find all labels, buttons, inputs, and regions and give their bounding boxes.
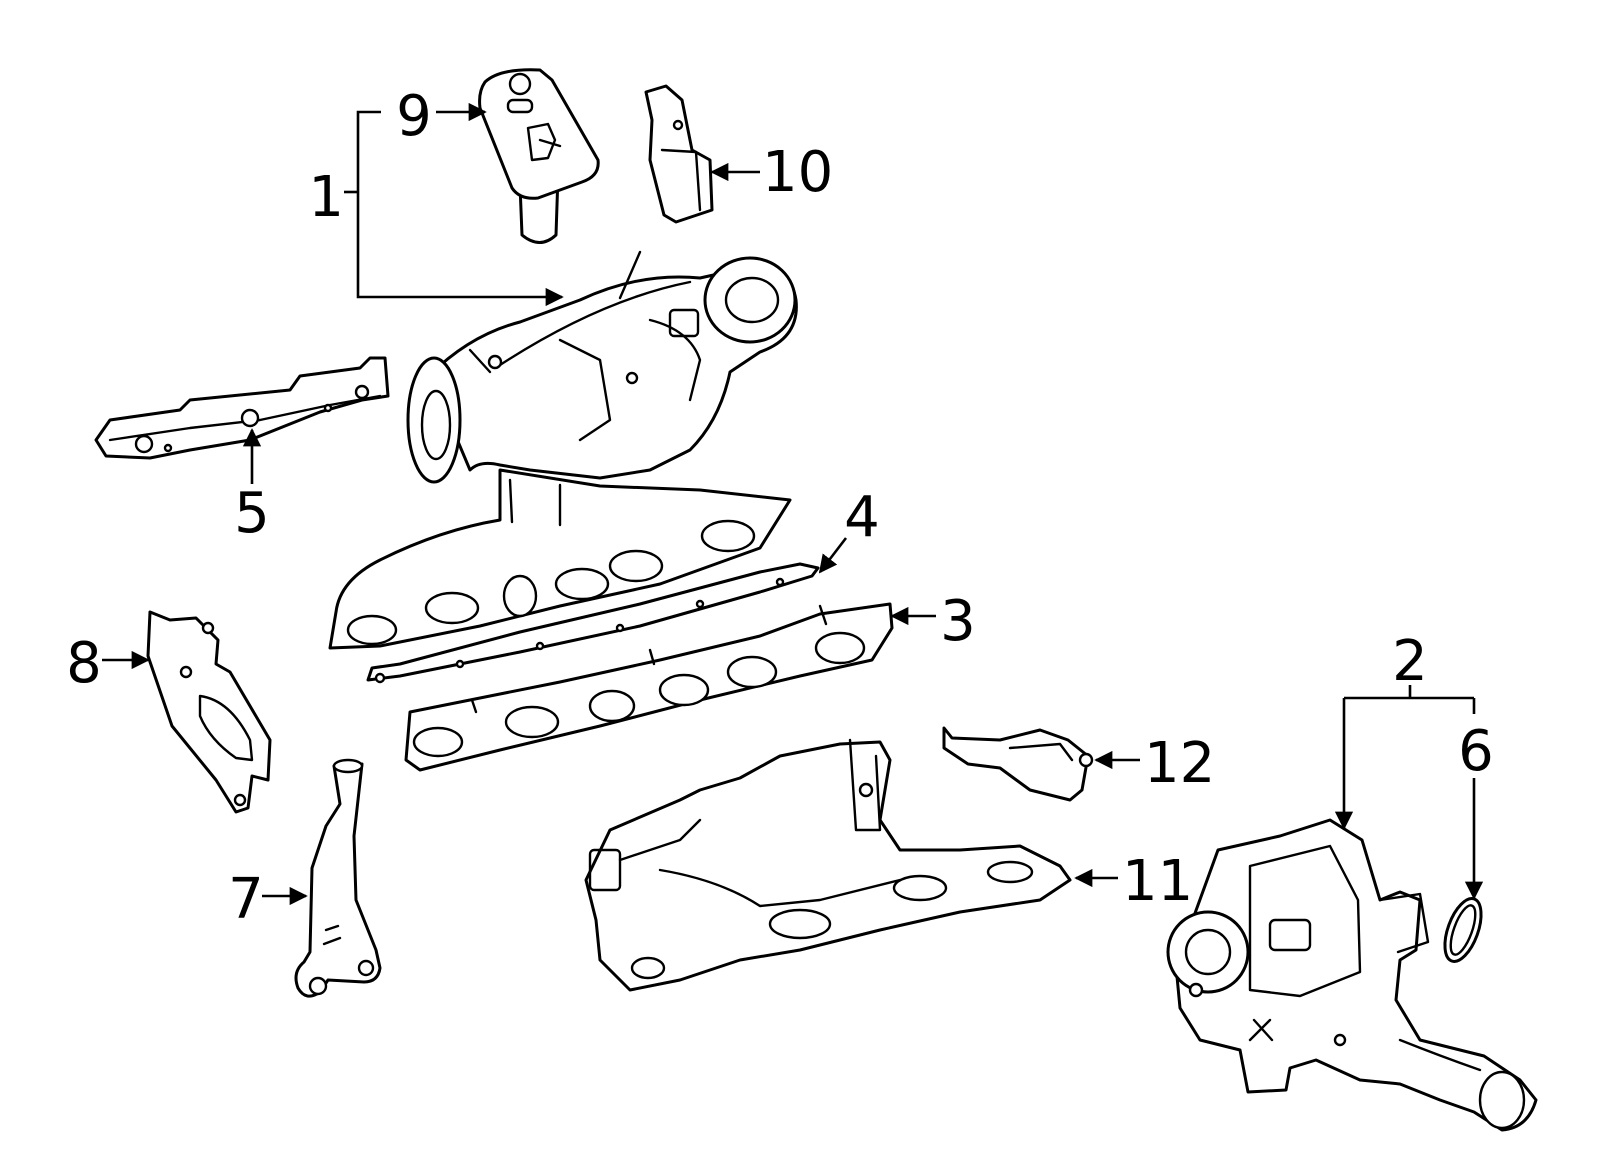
part-7-drain-pipe	[294, 758, 382, 998]
exhaust-manifold	[328, 468, 792, 650]
leader-lines	[102, 102, 1484, 906]
callout-4: 4	[844, 485, 880, 550]
callout-8: 8	[66, 631, 102, 696]
part-2-turbo-assembly	[1166, 818, 1538, 1132]
callout-10: 10	[762, 140, 833, 205]
part-12-heat-shield	[942, 726, 1094, 802]
part-8-bracket	[146, 610, 272, 814]
part-5-heat-shield	[94, 356, 390, 460]
callout-labels: 1 9 10 5 4 3 8 7 12 11 2 6	[66, 84, 1494, 932]
part-11-heat-shield	[584, 738, 1072, 992]
part-10-bracket	[644, 84, 714, 224]
callout-12: 12	[1144, 731, 1215, 796]
callout-9: 9	[396, 84, 432, 149]
callout-2: 2	[1392, 629, 1428, 694]
callout-1: 1	[308, 165, 344, 230]
part-3-manifold-gasket	[404, 602, 894, 772]
part-1-turbocharger	[406, 250, 798, 484]
part-9-actuator	[478, 68, 600, 244]
callout-3: 3	[940, 589, 976, 654]
callout-7: 7	[228, 867, 264, 932]
part-6-o-ring	[1443, 897, 1483, 963]
callout-5: 5	[234, 481, 270, 546]
callout-6: 6	[1458, 719, 1494, 784]
callout-11: 11	[1122, 849, 1193, 914]
part-4-gasket	[366, 562, 820, 684]
